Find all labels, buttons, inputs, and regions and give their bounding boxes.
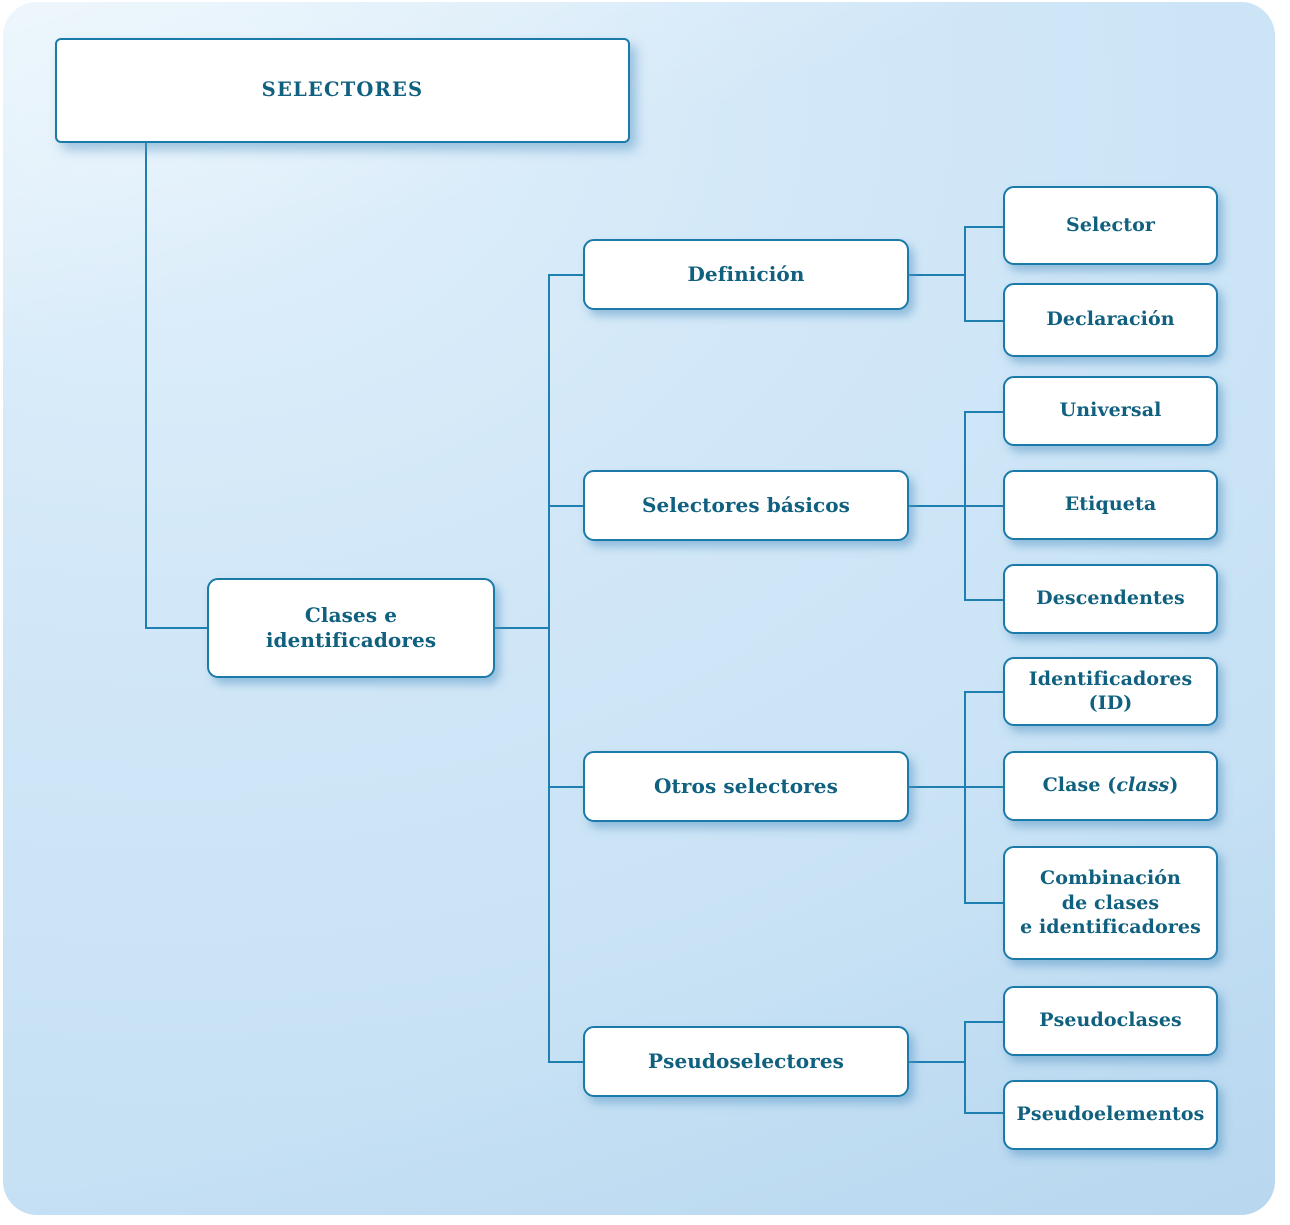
connector-definicion-out (909, 274, 966, 276)
node-clases-e-identificadores-label: Clases e identificadores (265, 603, 437, 652)
node-pseudoelementos[interactable]: Pseudoelementos (1003, 1080, 1218, 1150)
node-pseudoselectores[interactable]: Pseudoselectores (583, 1026, 909, 1097)
connector-spine-to-pseudo (548, 1061, 584, 1063)
connector-spine-to-basicos (548, 505, 584, 507)
node-combinacion-line3: e identificadores (1020, 916, 1201, 939)
connector-level1-to-spine (495, 627, 550, 629)
node-clase-italic: class (1116, 774, 1170, 797)
connector-pseudo-spine (964, 1021, 966, 1113)
connector-to-selector (964, 226, 1006, 228)
connector-to-declaracion (964, 320, 1006, 322)
connector-to-etiqueta (964, 505, 1006, 507)
node-combinacion-line1: Combinación (1040, 866, 1181, 889)
node-selectores-label: SELECTORES (261, 78, 424, 102)
node-etiqueta-label: Etiqueta (1064, 493, 1157, 516)
node-universal-label: Universal (1059, 399, 1162, 422)
node-clase-class[interactable]: Clase (class) (1003, 751, 1218, 821)
connector-to-universal (964, 411, 1006, 413)
node-selectores-basicos[interactable]: Selectores básicos (583, 470, 909, 541)
node-declaracion[interactable]: Declaración (1003, 283, 1218, 357)
node-descendentes[interactable]: Descendentes (1003, 564, 1218, 634)
connector-to-descendentes (964, 599, 1006, 601)
node-identificadores-id-label: Identificadores (ID) (1028, 667, 1193, 714)
node-definicion-label: Definición (687, 262, 805, 287)
connector-otros-out (909, 786, 966, 788)
node-otros-selectores[interactable]: Otros selectores (583, 751, 909, 822)
node-pseudoclases-label: Pseudoclases (1039, 1009, 1182, 1032)
node-combinacion-line2: de clases (1061, 891, 1160, 914)
connector-otros-spine (964, 691, 966, 904)
node-pseudoelementos-label: Pseudoelementos (1016, 1103, 1205, 1126)
node-combinacion-clases-identificadores[interactable]: Combinación de clases e identificadores (1003, 846, 1218, 960)
node-clase-suffix: ) (1169, 774, 1179, 797)
node-descendentes-label: Descendentes (1036, 587, 1185, 610)
connector-definicion-spine (964, 226, 966, 322)
connector-spine-to-definicion (548, 274, 584, 276)
node-clase-class-label: Clase (class) (1005, 774, 1216, 798)
node-universal[interactable]: Universal (1003, 376, 1218, 446)
node-etiqueta[interactable]: Etiqueta (1003, 470, 1218, 540)
connector-root-vertical (145, 143, 147, 629)
node-selector-label: Selector (1066, 213, 1155, 236)
node-definicion[interactable]: Definición (583, 239, 909, 310)
node-clase-prefix: Clase ( (1042, 774, 1117, 797)
node-clases-e-identificadores[interactable]: Clases e identificadores (207, 578, 495, 678)
connector-spine-to-otros (548, 786, 584, 788)
node-selectores-basicos-label: Selectores básicos (641, 493, 851, 518)
connector-to-combinacion (964, 902, 1006, 904)
connector-root-to-level1 (145, 627, 208, 629)
connector-basicos-out (909, 505, 966, 507)
node-selector[interactable]: Selector (1003, 186, 1218, 265)
node-selectores[interactable]: SELECTORES (55, 38, 630, 143)
node-pseudoclases[interactable]: Pseudoclases (1003, 986, 1218, 1056)
connector-to-pseudoelementos (964, 1112, 1006, 1114)
connector-middle-spine (548, 274, 550, 1062)
node-declaracion-label: Declaración (1046, 308, 1175, 331)
connector-pseudo-out (909, 1061, 966, 1063)
node-otros-selectores-label: Otros selectores (654, 774, 838, 799)
connector-to-pseudoclases (964, 1021, 1006, 1023)
connector-to-identificadores (964, 691, 1006, 693)
connector-to-clase (964, 786, 1006, 788)
node-identificadores-id[interactable]: Identificadores (ID) (1003, 657, 1218, 726)
node-pseudoselectores-label: Pseudoselectores (647, 1049, 845, 1074)
node-combinacion-text: Combinación de clases e identificadores (1005, 866, 1216, 940)
